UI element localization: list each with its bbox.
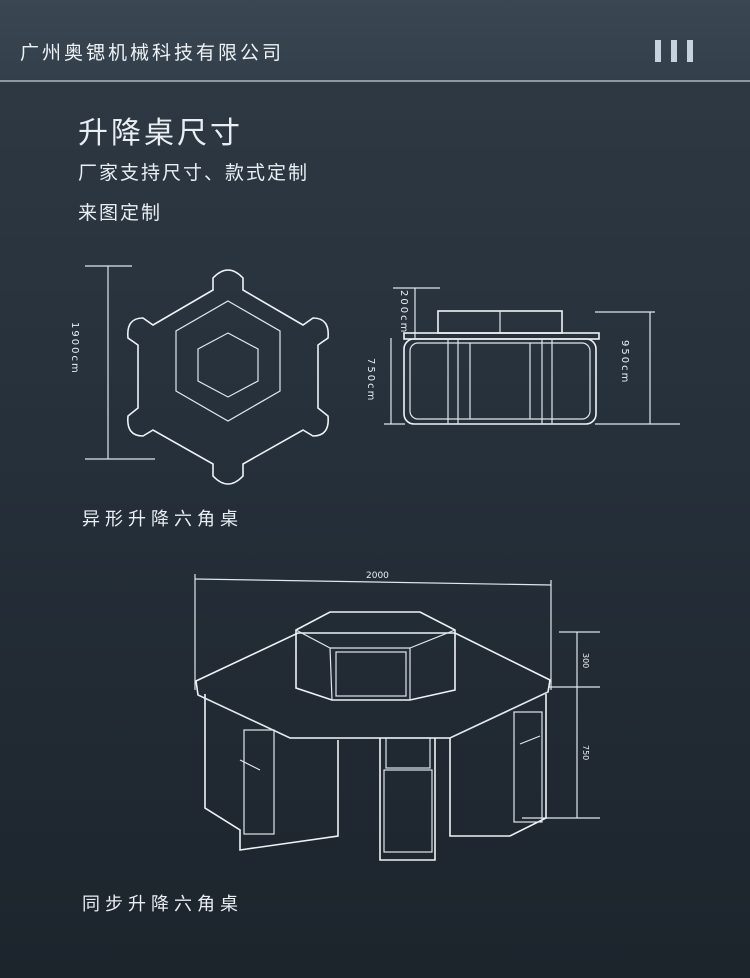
dim-total-950: 950cm: [619, 340, 630, 384]
sync-hex-desk-perspective: [194, 574, 600, 861]
subtitle-custom-drawing: 来图定制: [78, 202, 163, 224]
hex-desk-side-view: [384, 287, 680, 425]
dim-width-2000: 2000: [366, 571, 389, 581]
three-bars-icon: [655, 40, 693, 62]
dim-top-200: 200cm: [398, 290, 409, 334]
dim-body-750: 750cm: [365, 358, 376, 402]
company-name: 广州奥锶机械科技有限公司: [20, 42, 285, 64]
caption-irregular-hex-desk: 异形升降六角桌: [82, 509, 243, 530]
hex-desk-top-view: [85, 265, 330, 485]
dim-height-1900: 1900cm: [69, 322, 80, 375]
caption-sync-hex-desk: 同步升降六角桌: [82, 894, 243, 915]
page-header: 广州奥锶机械科技有限公司: [0, 0, 750, 82]
dim-lower-750: 750: [581, 745, 590, 760]
subtitle-custom-size: 厂家支持尺寸、款式定制: [78, 162, 310, 184]
dim-upper-300: 300: [581, 653, 590, 668]
page-title: 升降桌尺寸: [78, 116, 243, 151]
